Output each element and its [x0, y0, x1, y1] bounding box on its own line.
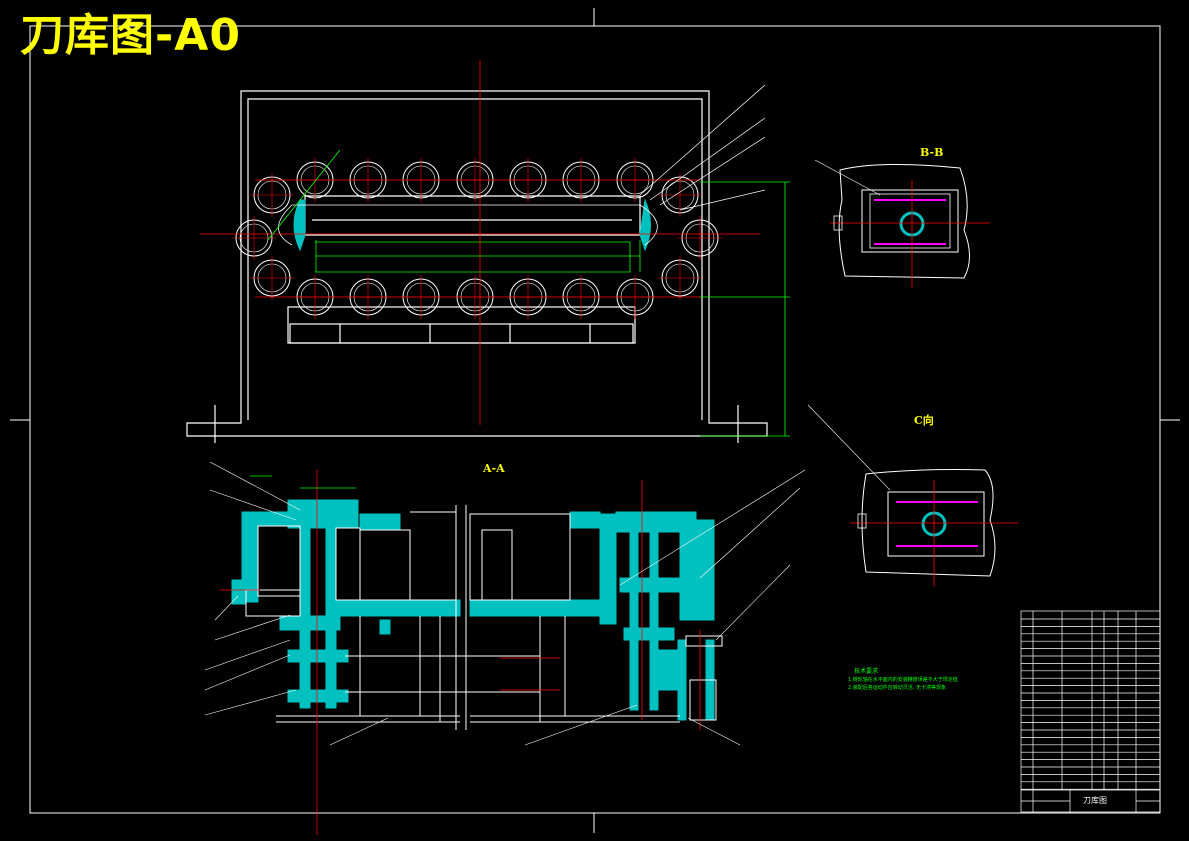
pocket-centerline [678, 216, 722, 260]
pocket-centerline [658, 256, 702, 300]
sheet-border [10, 8, 1180, 833]
magazine-top-view [186, 60, 790, 443]
view-label-c: C向 [914, 414, 934, 427]
pocket-centerline [250, 256, 294, 300]
drawing-title: 刀库图-A0 [20, 10, 241, 61]
section-aa [204, 461, 806, 835]
view-label-bb: B-B [920, 146, 944, 159]
title-block [1020, 610, 1161, 813]
tech-requirements: 技术要求 1.链轮轴在水平面内的安装精度误差不大于规定值 2.装配后各运动件应转… [848, 668, 958, 692]
tech-requirement-line: 2.装配后各运动件应转动灵活, 无卡滞等现象 [848, 685, 946, 691]
pocket-centerline [232, 216, 276, 260]
view-bb [814, 159, 990, 288]
tech-requirement-line: 1.链轮轴在水平面内的安装精度误差不大于规定值 [848, 677, 958, 683]
view-label-aa: A-A [483, 462, 505, 475]
title-block-drawing-name: 刀库图 [1083, 796, 1107, 805]
tech-requirements-title: 技术要求 [854, 668, 879, 675]
view-c [807, 404, 1018, 586]
